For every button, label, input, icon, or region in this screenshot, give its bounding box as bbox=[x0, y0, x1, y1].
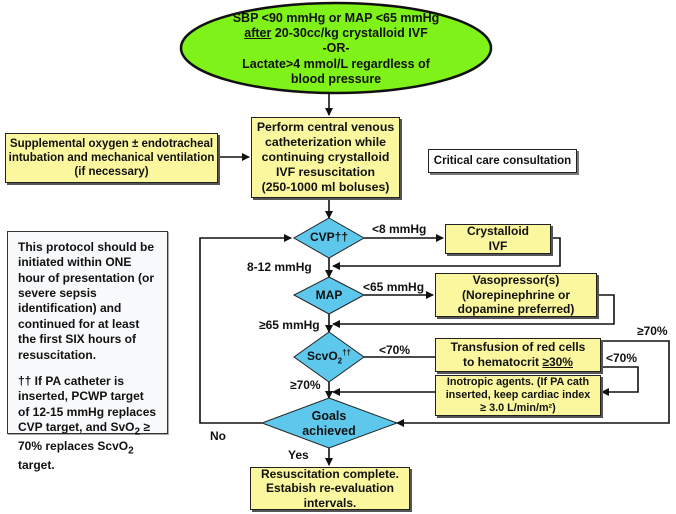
decision-scvo2: ScvO2†† bbox=[306, 348, 352, 366]
end-line-1: Resuscitation complete. bbox=[260, 466, 400, 481]
consult-label: Critical care consultation bbox=[433, 154, 572, 167]
arrow-crystalloid-return bbox=[332, 237, 561, 270]
start-line-5: blood pressure bbox=[290, 71, 382, 86]
label-map-low: <65 mmHg bbox=[363, 280, 425, 294]
vasopressor-line-2: (Norepinephrine or bbox=[461, 287, 570, 302]
decision-cvp-shape bbox=[292, 217, 366, 259]
start-criteria: SBP <90 mmHg or MAP <65 mmHg after 20-30… bbox=[200, 10, 472, 88]
oxygen-box: Supplemental oxygen ± endotracheal intub… bbox=[5, 133, 218, 183]
transfusion-box: Transfusion of red cells to hematocrit ≥… bbox=[435, 338, 601, 372]
label-scvo2-low: <70% bbox=[379, 343, 411, 357]
decision-goals: Goals achieved bbox=[290, 409, 368, 439]
inotropic-line-1: Inotropic agents. (If PA cath bbox=[446, 375, 590, 388]
central-line-5: (250-1000 ml boluses) bbox=[261, 180, 390, 194]
central-line-3: continuing crystalloid bbox=[261, 150, 390, 164]
note-timing: This protocol should be initiated within… bbox=[18, 240, 154, 362]
oxygen-line-3: (if necessary) bbox=[74, 166, 149, 178]
decision-map: MAP bbox=[315, 288, 343, 302]
start-ellipse bbox=[179, 1, 493, 95]
label-post-transfusion-high: ≥70% bbox=[637, 324, 668, 338]
inotropic-line-3: ≥ 3.0 L/min/m²) bbox=[480, 402, 556, 415]
start-line-3: -OR- bbox=[322, 41, 350, 56]
label-scvo2-ok: ≥70% bbox=[290, 378, 321, 392]
decision-map-shape bbox=[292, 276, 366, 315]
vasopressor-line-3: dopamine preferred) bbox=[457, 302, 575, 317]
decision-goals-shape bbox=[260, 397, 399, 449]
label-cvp-ok: 8-12 mmHg bbox=[247, 260, 312, 274]
central-line-4: IVF resuscitation bbox=[275, 165, 376, 179]
goals-line-2: achieved bbox=[302, 424, 356, 438]
label-cvp-low: <8 mmHg bbox=[372, 222, 427, 236]
crystalloid-line-1: Crystalloid bbox=[466, 224, 529, 239]
crystalloid-line-2: IVF bbox=[488, 239, 508, 253]
oxygen-line-2: intubation and mechanical ventilation bbox=[8, 151, 215, 164]
arrow-transfusion-low-to-inotropic bbox=[601, 366, 639, 396]
start-line-2: after 20-30cc/kg crystalloid IVF bbox=[244, 26, 428, 41]
note-pa-catheter: †† If PA catheter is inserted, PCWP targ… bbox=[18, 373, 157, 473]
end-box: Resuscitation complete. Estabish re-eval… bbox=[250, 467, 410, 510]
vasopressor-line-1: Vasopressor(s) bbox=[472, 273, 560, 288]
label-post-transfusion-low: <70% bbox=[606, 351, 638, 365]
transfusion-line-2: to hematocrit ≥30% bbox=[463, 355, 573, 369]
inotropic-box: Inotropic agents. (If PA cath inserted, … bbox=[435, 375, 601, 416]
central-line-1: Perform central venous bbox=[256, 120, 395, 134]
decision-cvp: CVP†† bbox=[309, 230, 349, 244]
decision-scvo2-shape bbox=[293, 331, 365, 383]
arrow-transfusion-high-to-goals bbox=[601, 340, 670, 424]
critical-care-consult-box: Critical care consultation bbox=[428, 149, 577, 173]
inotropic-line-2: inserted, keep cardiac index bbox=[445, 388, 591, 401]
crystalloid-box: Crystalloid IVF bbox=[445, 224, 551, 254]
label-no: No bbox=[210, 429, 226, 443]
transfusion-line-1: Transfusion of red cells bbox=[450, 340, 586, 355]
end-line-3: intervals. bbox=[303, 495, 357, 510]
start-line-1: SBP <90 mmHg or MAP <65 mmHg bbox=[232, 10, 440, 25]
label-map-ok: ≥65 mmHg bbox=[259, 318, 320, 332]
start-line-4: Lactate>4 mmol/L regardless of bbox=[242, 56, 430, 71]
label-yes: Yes bbox=[288, 448, 309, 462]
arrow-goals-no-loop bbox=[199, 234, 292, 424]
end-line-2: Estabish re-evaluation bbox=[265, 481, 395, 496]
central-line-2: catheterization while bbox=[265, 135, 386, 149]
vasopressor-box: Vasopressor(s) (Norepinephrine or dopami… bbox=[435, 273, 597, 317]
oxygen-line-1: Supplemental oxygen ± endotracheal bbox=[9, 137, 214, 150]
goals-line-1: Goals bbox=[311, 409, 347, 423]
arrow-vasopressor-return bbox=[332, 294, 615, 328]
protocol-note: This protocol should be initiated within… bbox=[7, 231, 168, 472]
central-venous-box: Perform central venous catheterization w… bbox=[251, 117, 400, 198]
